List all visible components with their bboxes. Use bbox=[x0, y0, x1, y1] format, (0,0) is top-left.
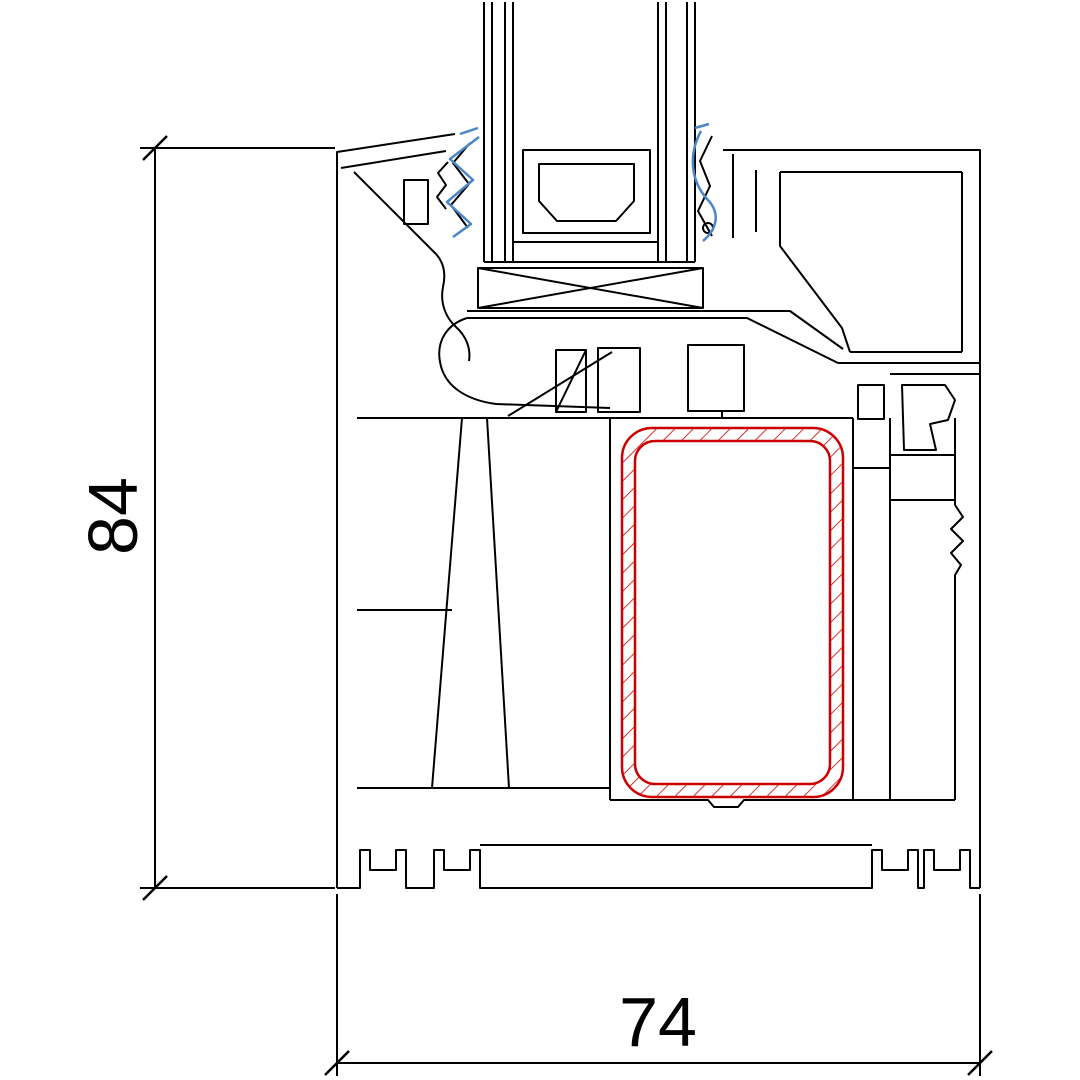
glazing-spacer-inner bbox=[538, 163, 635, 222]
spring-clip-zigzag bbox=[950, 504, 964, 576]
dimension-annotations bbox=[140, 135, 993, 1076]
steel-chamber-walls bbox=[609, 418, 854, 800]
right-shelf-lines bbox=[838, 362, 980, 375]
glazing-shelf-lines bbox=[467, 310, 844, 364]
setting-block-crossed bbox=[477, 267, 704, 309]
frame-profile bbox=[336, 2, 981, 889]
top-right-chamber bbox=[779, 171, 963, 353]
width-tick-left bbox=[324, 1050, 350, 1076]
frame-left-wall-top-edge bbox=[336, 133, 456, 888]
glazing-pane-lines bbox=[483, 2, 696, 262]
screw-boss-1 bbox=[555, 349, 587, 413]
right-gasket-outline bbox=[697, 135, 713, 237]
steel-reinforcement bbox=[620, 426, 845, 799]
right-gasket-seal bbox=[691, 122, 717, 242]
glazing-spacer-outline bbox=[522, 149, 651, 234]
left-gasket-seal bbox=[445, 126, 480, 239]
frame-top-right-edge-right-wall bbox=[723, 149, 981, 888]
frame-bottom-edge-fixing-slots bbox=[337, 849, 980, 889]
gasket-seals bbox=[445, 122, 717, 242]
steel-inner-outline bbox=[633, 439, 832, 786]
drainage-slot-rect bbox=[403, 179, 429, 225]
web-diagonal-right bbox=[486, 417, 510, 789]
screw-boss-3 bbox=[687, 344, 745, 412]
web-diagonal-left bbox=[431, 417, 463, 789]
width-dimension-label: 74 bbox=[619, 983, 697, 1061]
screw-boss-2 bbox=[597, 347, 641, 413]
drain-channel-curve bbox=[438, 317, 611, 409]
steel-chamber-bottom-notched bbox=[610, 799, 853, 808]
height-tick-top bbox=[142, 135, 168, 161]
height-tick-bottom bbox=[142, 875, 168, 901]
frame-top-left-inner-edge bbox=[340, 150, 447, 169]
height-dimension-label: 84 bbox=[74, 477, 152, 555]
right-clip-rect bbox=[857, 384, 885, 420]
right-column-dividers bbox=[853, 454, 955, 501]
right-clip-detail bbox=[901, 384, 956, 451]
frame-top-left-web bbox=[353, 171, 471, 362]
width-tick-right bbox=[967, 1050, 993, 1076]
gasket-pocket-right-walls bbox=[732, 154, 757, 238]
